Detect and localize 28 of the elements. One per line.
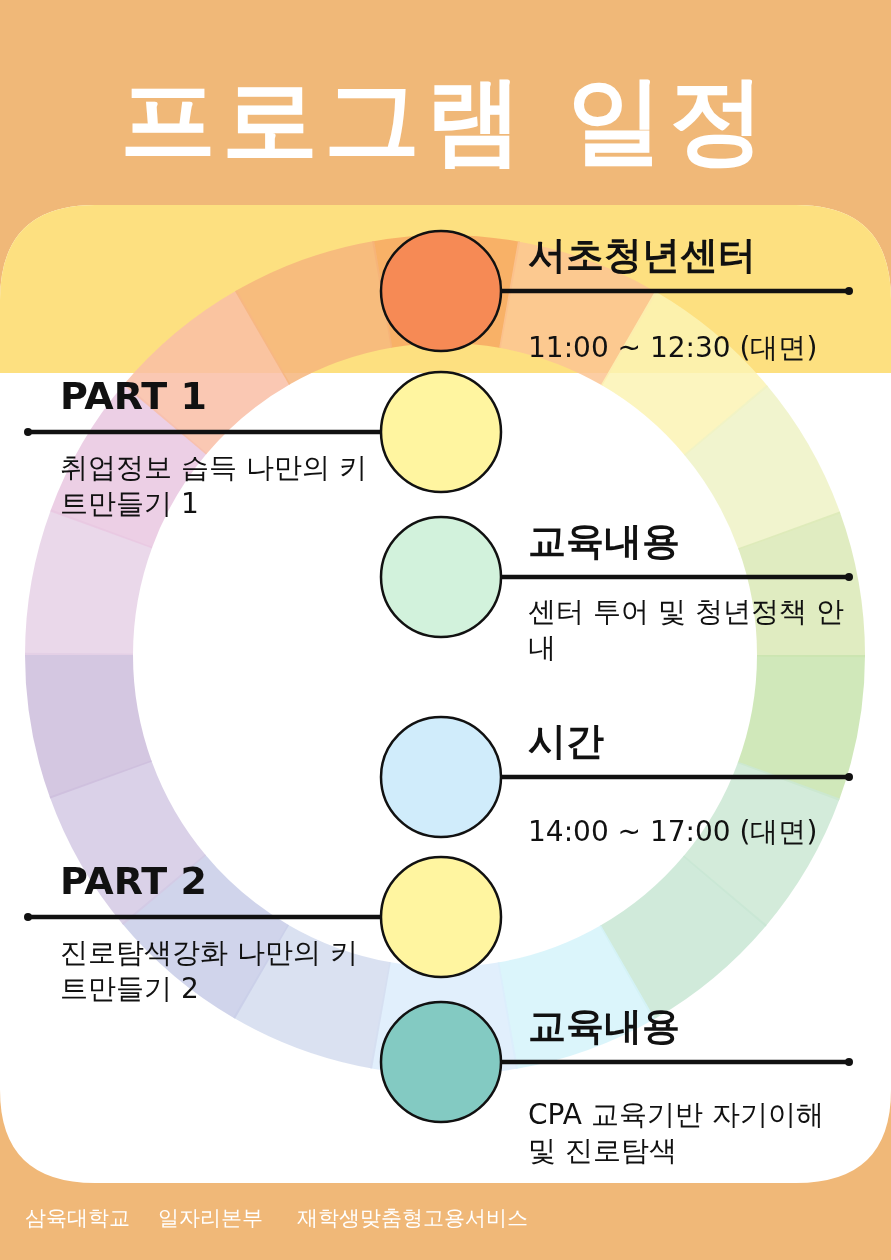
description: 진로탐색강화 나만의 키트만들기 2 [60,935,359,1007]
description: 센터 투어 및 청년정책 안내 [528,594,845,666]
heading: 시간 [528,718,605,764]
description: CPA 교육기반 자기이해 및 진로탐색 [528,1097,825,1169]
footer-text: 일자리본부 [158,1205,263,1232]
heading: PART 1 [60,373,208,419]
footer-text: 삼육대학교 [25,1205,130,1232]
title: 프로그램 일정 [118,63,773,178]
heading: PART 2 [60,858,208,904]
heading: 서초청년센터 [528,232,757,278]
description: 11:00 ~ 12:30 (대면) [528,330,819,366]
heading: 교육내용 [528,1003,681,1049]
connector-line [501,573,853,581]
connector-line [501,1058,853,1066]
circle-marker [379,229,503,353]
description: 14:00 ~ 17:00 (대면) [528,814,819,850]
heading: 교육내용 [528,518,681,564]
connector-line [501,287,853,295]
circle-marker [379,855,503,979]
connector-line [501,773,853,781]
connector-line [24,428,381,436]
footer-text: 재학생맞춤형고용서비스 [297,1205,528,1232]
connector-line [24,913,381,921]
circle-marker [379,1000,503,1124]
description: 취업정보 습득 나만의 키트만들기 1 [60,450,368,522]
circle-marker [379,515,503,639]
circle-marker [379,715,503,839]
circle-marker [379,370,503,494]
